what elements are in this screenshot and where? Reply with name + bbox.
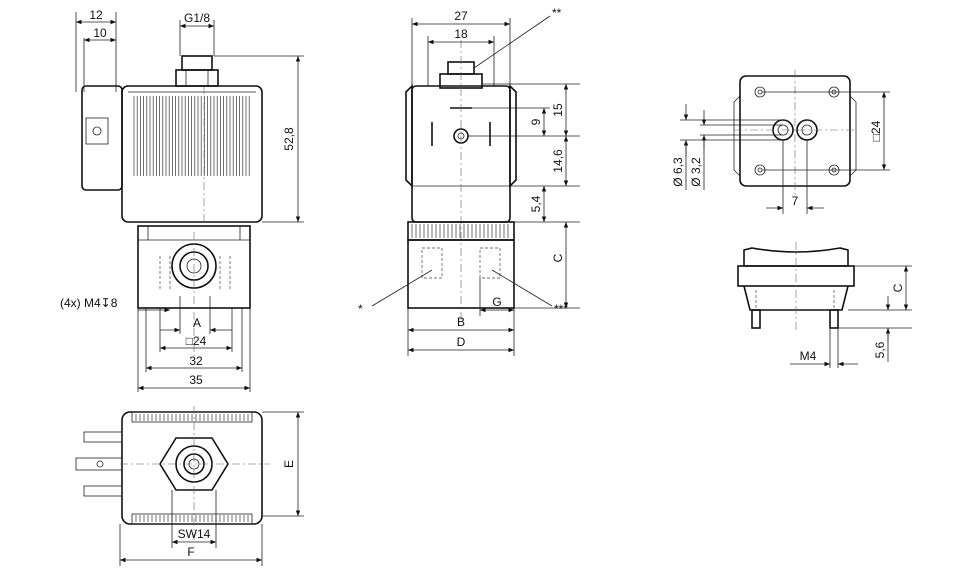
side-dimensions: 27 18 ** 15 9 14,6 5,4 C bbox=[358, 6, 580, 356]
connector-housing bbox=[81, 85, 123, 191]
coil-top bbox=[121, 411, 263, 525]
dim-sq24-front: □24 bbox=[186, 334, 207, 348]
dim-g: G bbox=[492, 295, 501, 309]
hex-nut bbox=[175, 69, 219, 87]
dim-52-8: 52,8 bbox=[282, 127, 296, 151]
connector-pin bbox=[85, 117, 109, 145]
bottom-dimensions: □24 Ø 6,3 Ø 3,2 7 bbox=[671, 91, 890, 214]
dim-f: F bbox=[187, 545, 194, 559]
dim-d: D bbox=[457, 335, 466, 349]
note-single-star: * bbox=[358, 302, 363, 316]
coil-fins bbox=[133, 96, 250, 176]
dim-c-side: C bbox=[551, 253, 565, 262]
note-triple-star: *** bbox=[554, 302, 568, 316]
dim-15: 15 bbox=[551, 103, 565, 117]
dim-dia-3-2: Ø 3,2 bbox=[689, 157, 703, 187]
dim-27: 27 bbox=[454, 9, 468, 23]
dim-14-6: 14,6 bbox=[551, 149, 565, 173]
pin-right bbox=[829, 309, 839, 329]
dim-m4-mount: M4 bbox=[800, 349, 817, 363]
dim-sq24-bottom: □24 bbox=[869, 120, 883, 141]
dim-e: E bbox=[282, 460, 296, 468]
dim-9: 9 bbox=[529, 118, 543, 125]
dim-32: 32 bbox=[189, 354, 203, 368]
side-view: 27 18 ** 15 9 14,6 5,4 C bbox=[358, 6, 580, 356]
dim-10: 10 bbox=[93, 26, 107, 40]
dim-7: 7 bbox=[792, 194, 799, 208]
pin-left bbox=[751, 309, 761, 329]
top-nozzle bbox=[181, 55, 213, 71]
dim-12: 12 bbox=[89, 8, 103, 22]
valve-body-side bbox=[407, 239, 515, 309]
tab-top bbox=[83, 431, 123, 443]
dim-5-6: 5,6 bbox=[873, 341, 887, 358]
note-double-star: ** bbox=[552, 6, 562, 20]
dim-18: 18 bbox=[454, 27, 468, 41]
dim-g1-8: G1/8 bbox=[184, 11, 210, 25]
bottom-view: □24 Ø 6,3 Ø 3,2 7 bbox=[671, 70, 890, 214]
top-dimensions: E SW14 F bbox=[119, 411, 304, 566]
dim-a: A bbox=[193, 316, 201, 330]
dim-c-mount: C bbox=[891, 283, 905, 292]
tab-bottom bbox=[83, 485, 123, 497]
dim-sw14: SW14 bbox=[178, 527, 211, 541]
dim-dia-6-3: Ø 6,3 bbox=[671, 157, 685, 187]
coil-body bbox=[121, 85, 263, 223]
mount-view: C 5,6 M4 bbox=[737, 242, 912, 368]
front-view: 12 10 G1/8 52,8 (4x) M4↧8 A □24 bbox=[60, 8, 304, 392]
tab-middle bbox=[75, 457, 123, 471]
top-view: E SW14 F bbox=[75, 406, 304, 566]
mount-top bbox=[743, 247, 849, 267]
front-dimensions: 12 10 G1/8 52,8 (4x) M4↧8 A □24 bbox=[60, 8, 304, 392]
mount-dimensions: C 5,6 M4 bbox=[790, 265, 912, 368]
dim-b: B bbox=[457, 315, 465, 329]
dim-35: 35 bbox=[189, 373, 203, 387]
dim-m4-thread: (4x) M4↧8 bbox=[60, 296, 118, 310]
dim-5-4: 5,4 bbox=[529, 195, 543, 212]
